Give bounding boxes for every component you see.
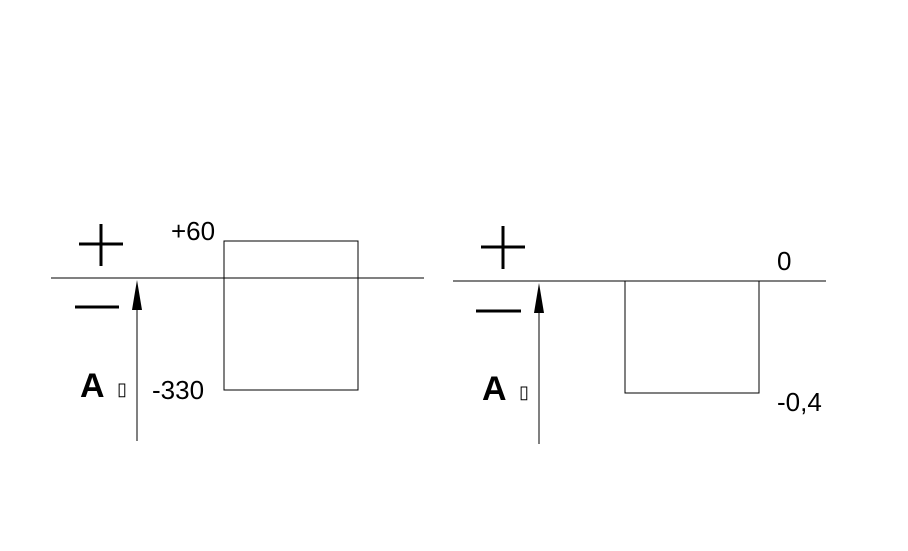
right-axis-subscript: ▯ bbox=[519, 382, 529, 402]
left-bottom-value: -330 bbox=[152, 375, 204, 405]
left-axis-arrow bbox=[132, 280, 142, 441]
right-axis-letter: A bbox=[482, 370, 507, 408]
left-epure-rect bbox=[223, 240, 359, 391]
right-epure-rect bbox=[624, 280, 760, 394]
right-top-value: 0 bbox=[777, 246, 791, 276]
right-axis-arrow bbox=[534, 283, 544, 444]
left-axis-subscript: ▯ bbox=[117, 379, 127, 399]
left-panel: +60 -330 A ▯ bbox=[51, 216, 424, 441]
left-top-value: +60 bbox=[171, 216, 215, 246]
plus-icon bbox=[79, 224, 123, 266]
plus-icon bbox=[481, 226, 525, 269]
right-bottom-value: -0,4 bbox=[777, 387, 822, 417]
right-panel: 0 -0,4 A ▯ bbox=[453, 226, 826, 444]
left-axis-letter: A bbox=[80, 367, 105, 405]
